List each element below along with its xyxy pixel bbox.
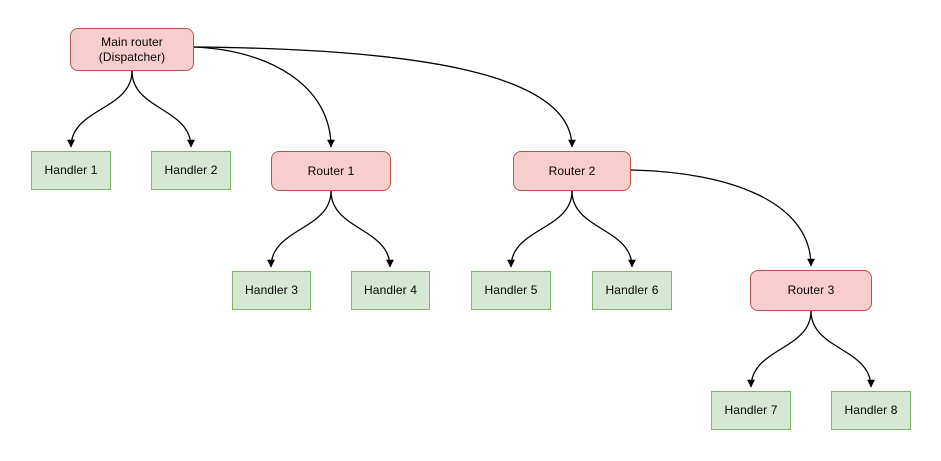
node-handler-2[interactable]: Handler 2 [151,151,231,190]
node-label-router-1: Router 1 [307,163,355,178]
node-handler-4[interactable]: Handler 4 [351,271,430,310]
edge-router-1-to-handler-3 [267,190,332,268]
edge-router-1-to-handler-4 [330,190,394,268]
edge-main-router-to-handler-2 [131,70,195,148]
node-handler-7[interactable]: Handler 7 [711,391,791,430]
node-label-handler-6: Handler 6 [605,283,659,297]
edge-main-router-to-router-1 [193,46,335,148]
edge-router-3-to-handler-8 [810,310,875,388]
node-label-router-3: Router 3 [787,283,835,297]
edge-router-2-to-router-3 [630,169,815,267]
node-handler-8[interactable]: Handler 8 [831,391,911,430]
edge-router-3-to-handler-7 [747,310,812,388]
node-handler-5[interactable]: Handler 5 [471,271,551,310]
node-router-3[interactable]: Router 3 [750,270,872,311]
node-label-handler-4: Handler 4 [364,283,417,297]
node-label-main-router: Main router (Dispatcher) [98,34,166,64]
node-handler-1[interactable]: Handler 1 [31,151,111,190]
node-router-1[interactable]: Router 1 [271,151,391,191]
node-label-router-2: Router 2 [548,163,596,178]
edge-main-router-to-router-2 [193,46,576,148]
node-label-handler-7: Handler 7 [724,403,778,417]
edge-router-2-to-handler-6 [571,190,636,268]
node-label-handler-5: Handler 5 [484,283,538,297]
node-handler-3[interactable]: Handler 3 [232,271,311,310]
node-label-handler-3: Handler 3 [245,283,298,297]
node-handler-6[interactable]: Handler 6 [592,271,672,310]
edge-router-2-to-handler-5 [507,190,573,268]
edge-main-router-to-handler-1 [67,70,133,148]
node-main-router[interactable]: Main router (Dispatcher) [70,28,194,71]
node-router-2[interactable]: Router 2 [513,151,631,191]
node-label-handler-1: Handler 1 [44,163,98,177]
edges-group [67,46,875,388]
node-label-handler-2: Handler 2 [164,163,218,177]
node-label-handler-8: Handler 8 [844,403,898,417]
